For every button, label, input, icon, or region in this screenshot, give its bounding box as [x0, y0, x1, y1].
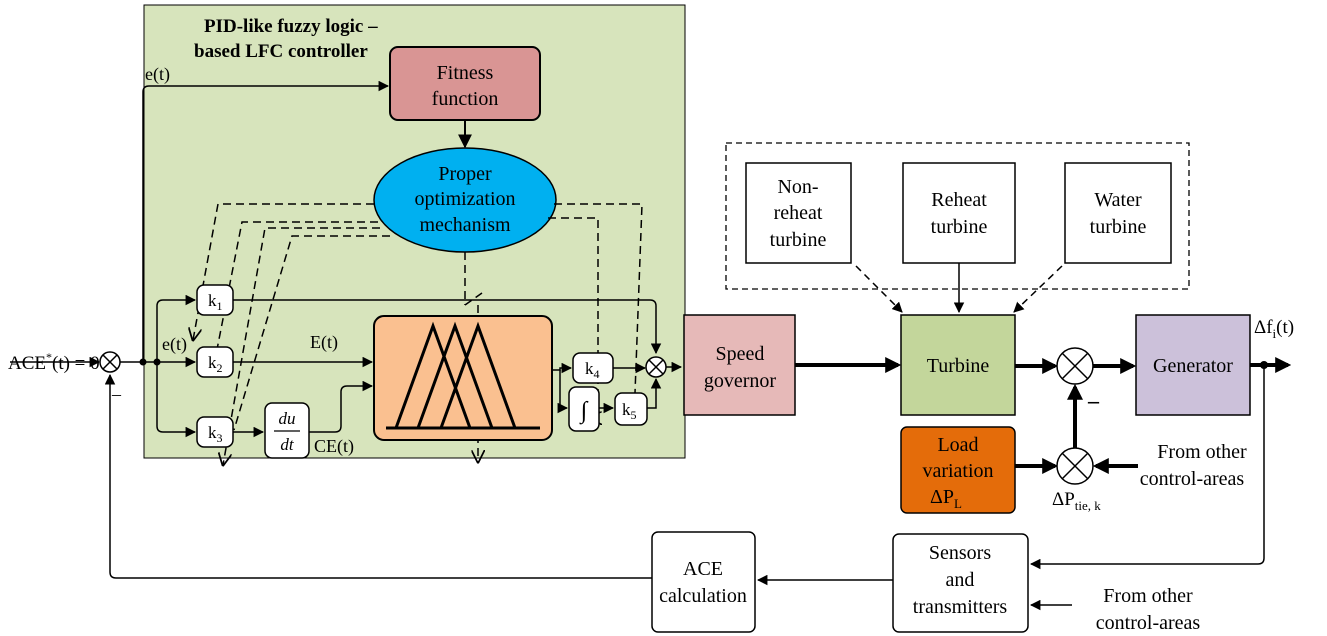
- ace-calc-line1: ACE: [683, 558, 723, 580]
- nonreheat-line2: reheat: [774, 202, 823, 224]
- optim-label-line1: Proper: [438, 163, 492, 185]
- reheat-line1: Reheat: [931, 189, 987, 211]
- turbine-selection-arrows: [855, 263, 1063, 314]
- ace-calc-line2: calculation: [659, 585, 747, 607]
- speed-governor-line2: governor: [704, 370, 777, 392]
- from-other-areas-1-line1: From other: [1157, 441, 1247, 463]
- speed-governor-block: [683, 314, 796, 416]
- reheat-turbine-block: [902, 162, 1016, 264]
- from-other-areas-2-line2: control-areas: [1096, 612, 1201, 634]
- sensors-line2: and: [946, 569, 975, 591]
- gain-k1-label: k1: [208, 291, 223, 313]
- ace-feedback-line: [104, 373, 652, 579]
- load-variation-block: [900, 426, 1016, 514]
- water-turbine-block: [1064, 162, 1172, 264]
- fuzzy-to-k4-line: [552, 362, 573, 374]
- k5-to-output-summer: [647, 377, 662, 409]
- reheat-line2: turbine: [931, 216, 988, 238]
- integrator-block: [568, 386, 600, 432]
- ace-reference-label: ACE*(t) = 0: [8, 350, 100, 374]
- signal-E: E(t): [310, 332, 338, 353]
- derivative-denominator: dt: [280, 435, 295, 454]
- controller-title-line2: based LFC controller: [194, 41, 368, 62]
- fuzzy-logic-block: [373, 315, 553, 441]
- from-other-areas-2-line1: From other: [1103, 585, 1193, 607]
- branch-to-k3: [156, 362, 197, 438]
- fuzzy-to-integrator-line: [557, 370, 569, 414]
- integrator-symbol: ∫: [579, 398, 589, 425]
- nonreheat-line1: Non-: [777, 176, 818, 198]
- load-label-line2: variation: [922, 460, 993, 482]
- ace-calculation-block: [651, 531, 756, 633]
- load-label-line3: ΔPL: [930, 486, 962, 511]
- water-line2: turbine: [1090, 216, 1147, 238]
- k1-to-output-summer: [233, 299, 662, 355]
- frequency-feedback-line: [1029, 365, 1265, 570]
- tie-line-summing-junction: [1056, 447, 1094, 485]
- signal-e-left: e(t): [162, 334, 187, 355]
- input-minus-sign: –: [111, 384, 122, 404]
- plant-minus-sign: –: [1087, 388, 1100, 413]
- signal-e-top: e(t): [145, 64, 170, 85]
- controller-title-line1: PID-like fuzzy logic –: [204, 16, 378, 37]
- turbine-block: [900, 314, 1016, 416]
- turbine-types-group: [725, 142, 1190, 290]
- sensors-line1: Sensors: [929, 542, 991, 564]
- fitness-label-line2: function: [432, 88, 499, 110]
- optim-label-line2: optimization: [414, 188, 515, 210]
- optim-label-line3: mechanism: [419, 214, 511, 236]
- speed-governor-line1: Speed: [716, 343, 765, 365]
- plant-summing-junction: [1056, 347, 1094, 385]
- gain-k2-label: k2: [208, 353, 223, 375]
- branch-to-k1: [156, 294, 197, 362]
- derivative-to-fuzzy-line: [309, 380, 374, 433]
- generator-label: Generator: [1153, 355, 1233, 377]
- turbine-label: Turbine: [927, 355, 990, 377]
- fitness-label-line1: Fitness: [437, 62, 494, 84]
- gain-k5-label: k5: [622, 400, 637, 422]
- generator-block: [1135, 314, 1251, 416]
- branch-dot-1: [139, 358, 147, 366]
- membership-functions-icon: [386, 321, 540, 430]
- sensors-line3: transmitters: [913, 596, 1008, 618]
- water-line1: Water: [1094, 189, 1142, 211]
- nonreheat-line3: turbine: [770, 229, 827, 251]
- sensors-block: [892, 533, 1029, 633]
- tie-line-power-label: ΔPtie, k: [1052, 489, 1101, 513]
- derivative-numerator: du: [279, 409, 296, 428]
- gain-k5-block: [614, 392, 648, 426]
- gain-k4-label: k4: [585, 359, 600, 381]
- input-summing-junction: [99, 351, 121, 373]
- error-to-fitness-line: [142, 80, 390, 362]
- from-other-areas-1-line2: control-areas: [1140, 468, 1245, 490]
- gain-k3-label: k3: [208, 423, 223, 445]
- nonreheat-turbine-block: [745, 162, 852, 264]
- output-frequency-label: Δfi(t): [1254, 317, 1294, 341]
- load-label-line1: Load: [937, 434, 978, 456]
- signal-CE: CE(t): [314, 436, 354, 457]
- controller-output-summer: [645, 356, 667, 378]
